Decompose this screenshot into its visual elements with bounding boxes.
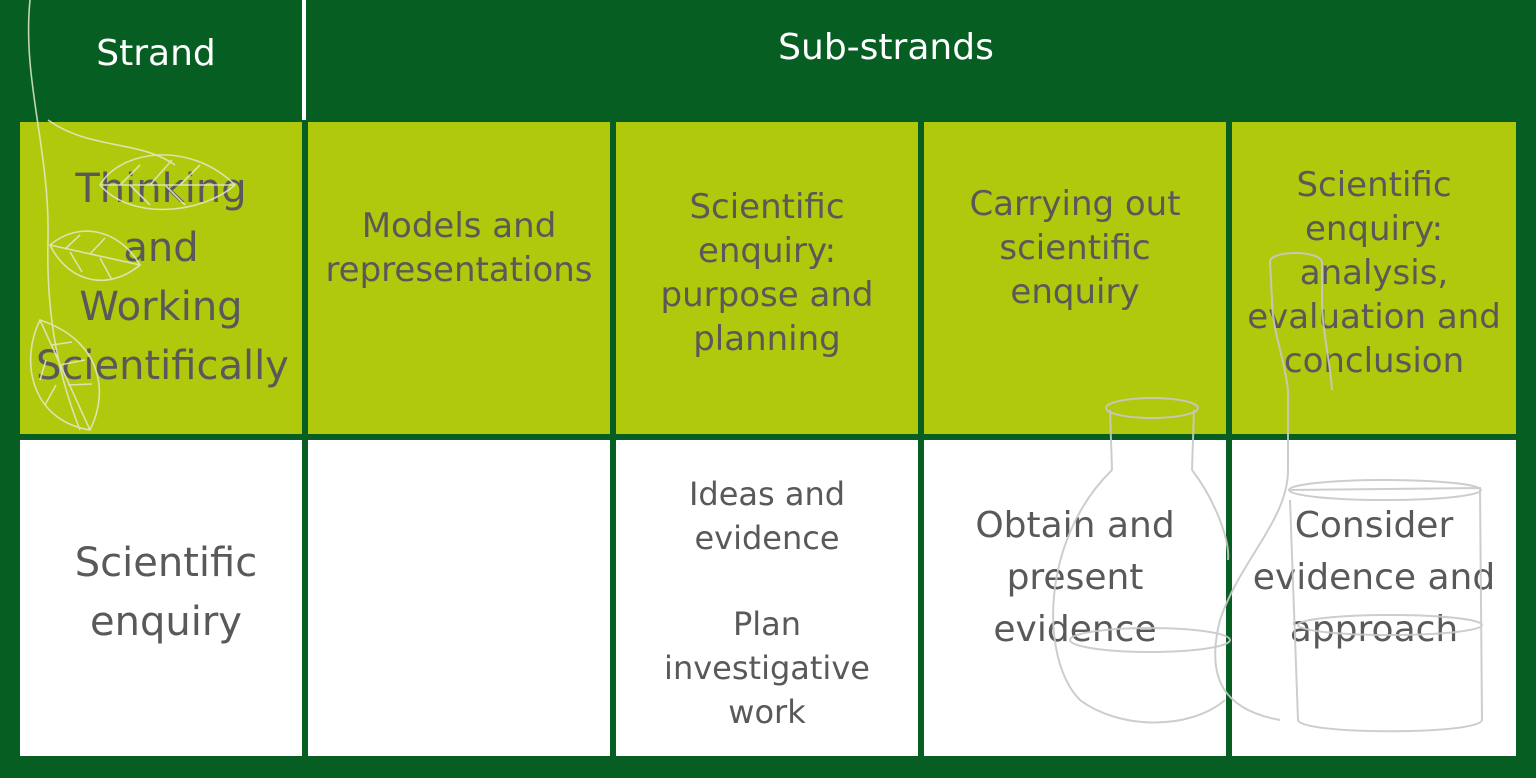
enquiry-item: Consider evidence and approach	[1252, 505, 1496, 650]
substrand-cell-analysis: Scientific enquiry: analysis, evaluation…	[1232, 122, 1516, 434]
substrand-cell-purpose-planning: Scientific enquiry: purpose and planning	[616, 122, 918, 434]
substrands-header: Sub-strands	[778, 27, 994, 68]
strand-name: Thinking and Working Scientifically	[36, 166, 289, 389]
enquiry-cell-purpose-planning: Ideas and evidence Plan investigative wo…	[616, 440, 918, 756]
enquiry-item: Ideas and evidence	[688, 475, 846, 557]
substrand-name: Carrying out scientific enquiry	[969, 184, 1181, 312]
substrand-cell-carrying-out: Carrying out scientific enquiry	[924, 122, 1226, 434]
enquiry-item: Obtain and present evidence	[975, 505, 1175, 650]
substrand-name: Models and representations	[325, 206, 593, 290]
enquiry-cell-models	[308, 440, 610, 756]
header-divider	[302, 0, 306, 120]
enquiry-cell-analysis: Consider evidence and approach	[1232, 440, 1516, 756]
substrand-cell-models: Models and representations	[308, 122, 610, 434]
substrand-name: Scientific enquiry: analysis, evaluation…	[1247, 165, 1501, 381]
strand-cell-thinking-working: Thinking and Working Scientifically	[20, 122, 302, 434]
enquiry-cell-carrying-out: Obtain and present evidence	[924, 440, 1226, 756]
substrand-name: Scientific enquiry: purpose and planning	[660, 187, 874, 359]
enquiry-item: Plan investigative work	[664, 605, 870, 731]
strand-cell-scientific-enquiry: Scientific enquiry	[20, 440, 302, 756]
strand-header: Strand	[96, 33, 216, 74]
strand-name: Scientific enquiry	[74, 540, 258, 645]
